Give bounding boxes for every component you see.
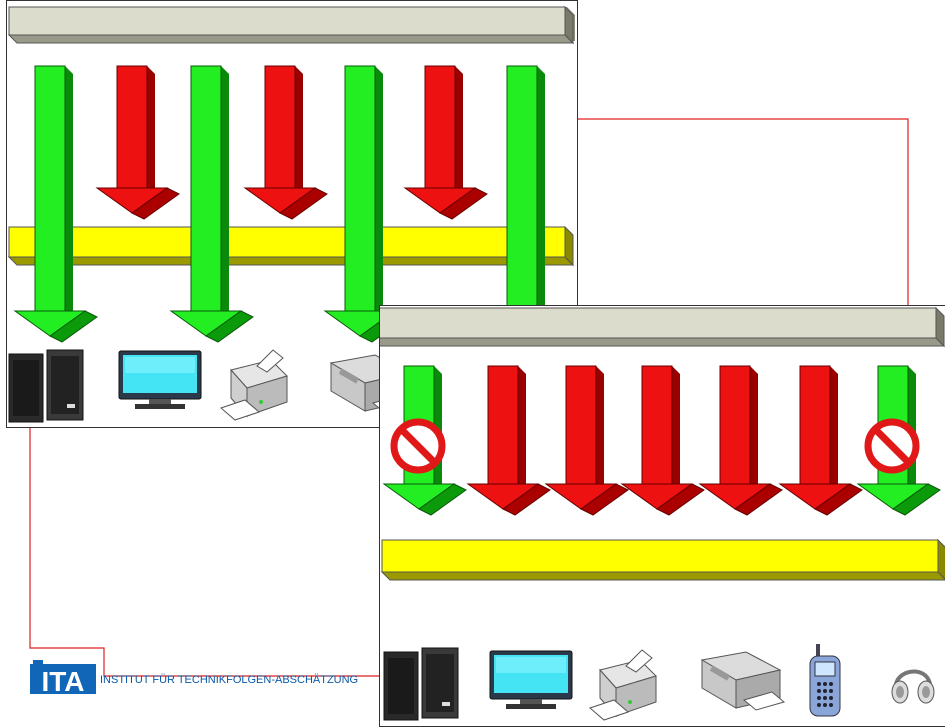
mobile-phone-icon — [809, 644, 841, 717]
red-arrow — [698, 365, 783, 516]
panel-unrestricted-flow — [6, 0, 578, 428]
red-arrow — [466, 365, 551, 516]
green-arrow — [13, 65, 98, 343]
green-arrow — [485, 65, 570, 343]
ita-logo-text: ITA — [41, 666, 84, 696]
middle-bus-yellow — [380, 538, 945, 581]
headphones-icon — [891, 669, 935, 704]
prohibited-icon — [390, 418, 446, 474]
footer: ITA INSTITUT FÜR TECHNIKFOLGEN-ABSCHÄTZU… — [28, 656, 388, 696]
monitor-icon — [489, 650, 573, 709]
middle-bus-yellow — [7, 225, 575, 267]
institute-name: INSTITUT FÜR TECHNIKFOLGEN-ABSCHÄTZUNG — [100, 674, 359, 686]
prohibited-icon — [864, 418, 920, 474]
red-arrow — [544, 365, 629, 516]
red-arrow — [95, 65, 180, 220]
scanner-icon — [700, 651, 786, 711]
printer-icon — [220, 349, 288, 421]
red-arrow — [403, 65, 488, 220]
green-arrow — [169, 65, 254, 343]
red-arrow — [778, 365, 863, 516]
red-arrow — [620, 365, 705, 516]
speakers-icon — [8, 349, 84, 423]
top-bus-gray — [7, 5, 575, 45]
monitor-icon — [118, 350, 202, 409]
panel-restricted-flow — [379, 305, 945, 727]
speakers-icon — [383, 647, 459, 721]
red-arrow — [243, 65, 328, 220]
printer-icon — [589, 649, 657, 721]
ita-logo: ITA — [30, 660, 96, 696]
top-bus-gray — [380, 306, 945, 348]
green-arrow — [323, 65, 408, 343]
